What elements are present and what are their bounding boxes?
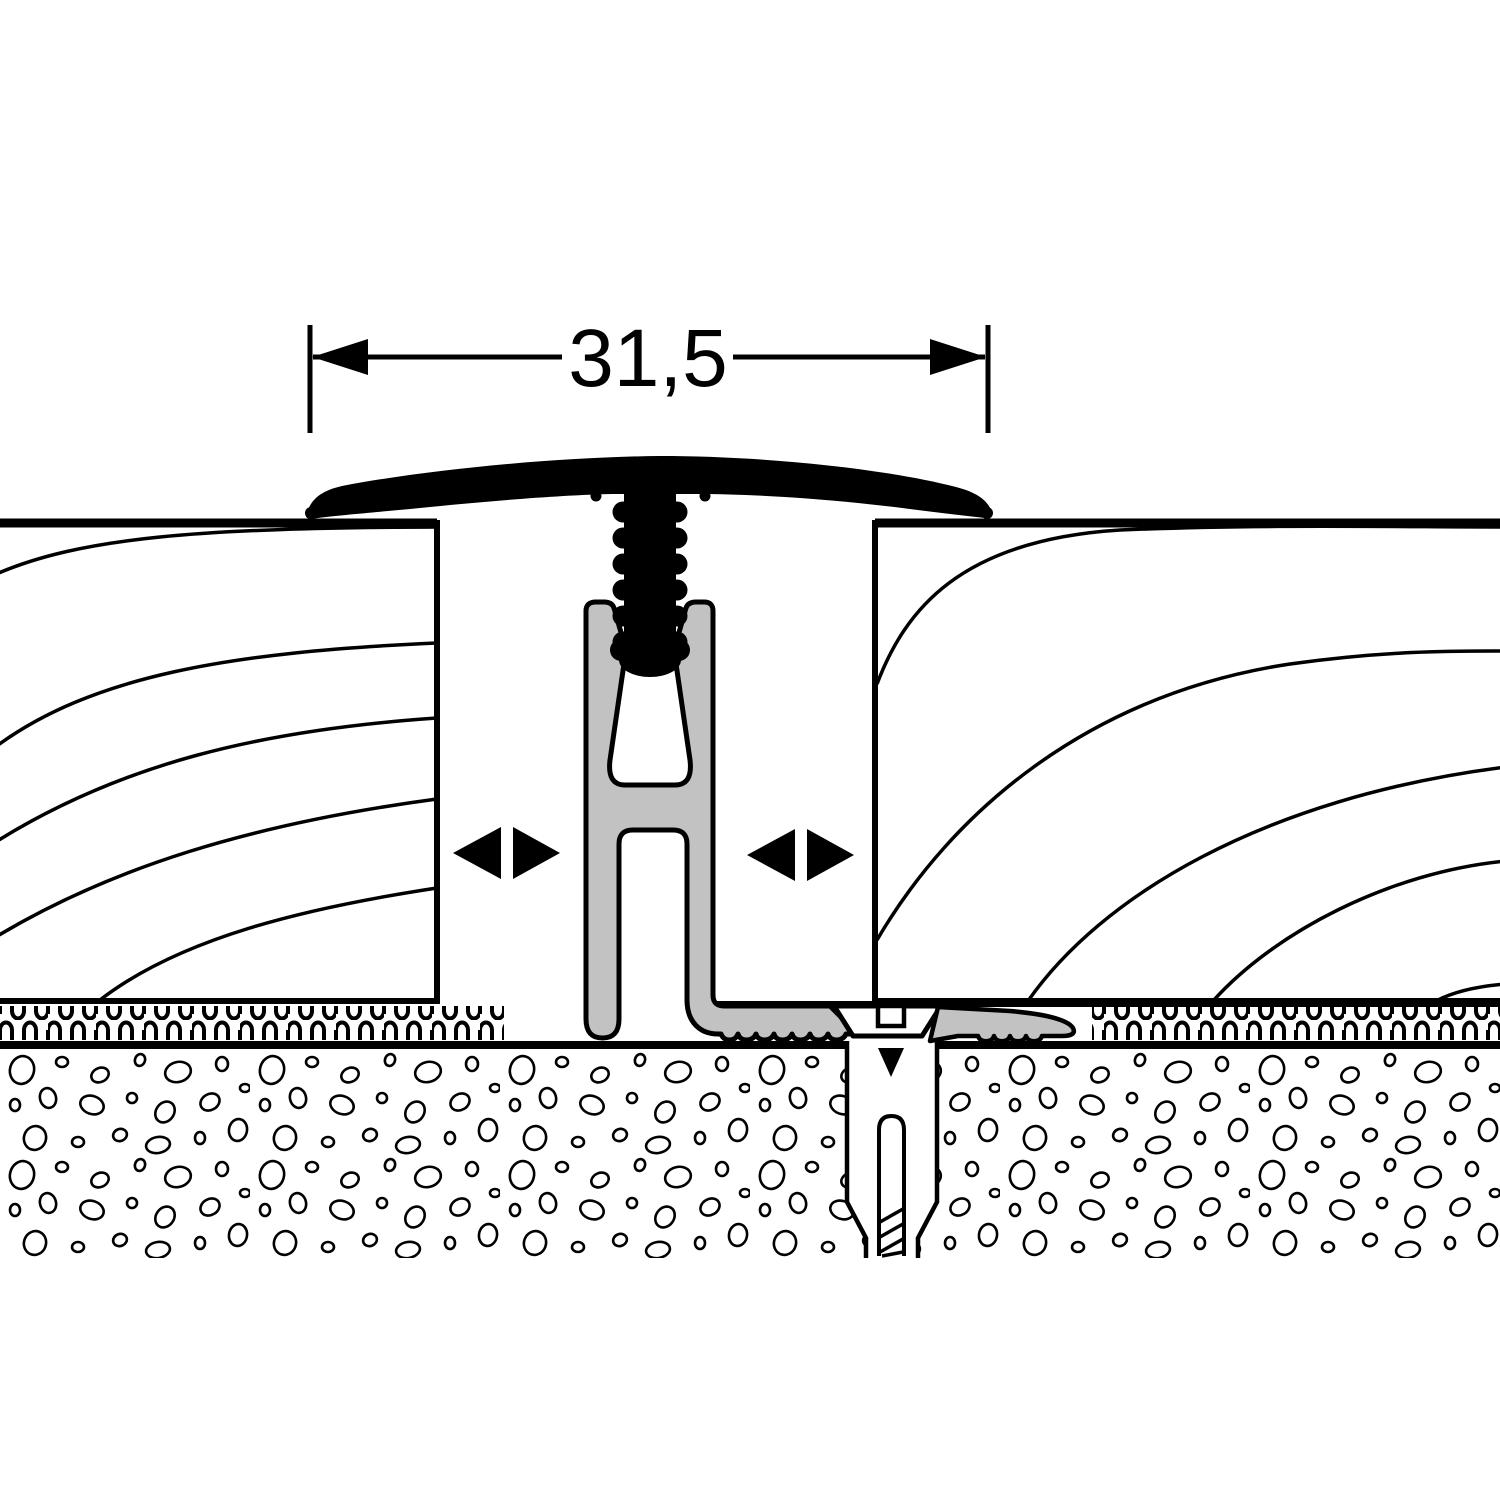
dimension-arrow-right-icon: [930, 339, 986, 375]
screw-drive-notch: [875, 1003, 907, 1029]
wall-plug-dowel: [844, 1041, 940, 1258]
arrow-left-icon: [453, 827, 501, 879]
screw-thread-hatching: [879, 1207, 904, 1258]
underlay-right: [1092, 1006, 1500, 1040]
expansion-arrows-right: [747, 829, 854, 881]
concrete-aggregate-texture: [0, 1051, 1500, 1258]
dowel-wall-left: [844, 1041, 869, 1258]
dimension-arrow-left-icon: [312, 339, 368, 375]
arrow-left-icon: [747, 829, 795, 881]
right-panel-wood-grain: [875, 524, 1500, 1003]
left-panel-wood-grain: [0, 525, 438, 1002]
dimension-value-label: 31,5: [568, 313, 728, 404]
base-profile-clamping-plate: [927, 1004, 1077, 1044]
fixing-screw: [831, 1003, 944, 1077]
right-floor-panel: [872, 518, 1500, 1004]
dowel-wall-right: [915, 1041, 940, 1258]
expansion-arrows-left: [453, 827, 560, 879]
stem-tip: [619, 643, 681, 677]
cap-threaded-stem: [610, 482, 690, 677]
subfloor-concrete: [0, 1041, 1500, 1258]
left-floor-panel: [0, 518, 440, 1004]
arrow-right-icon: [807, 829, 854, 881]
dimension-annotation: 31,5: [307, 313, 991, 433]
screw-direction-arrow-icon: [878, 1048, 904, 1077]
underlay-left: [0, 1006, 504, 1040]
arrow-right-icon: [513, 827, 560, 879]
